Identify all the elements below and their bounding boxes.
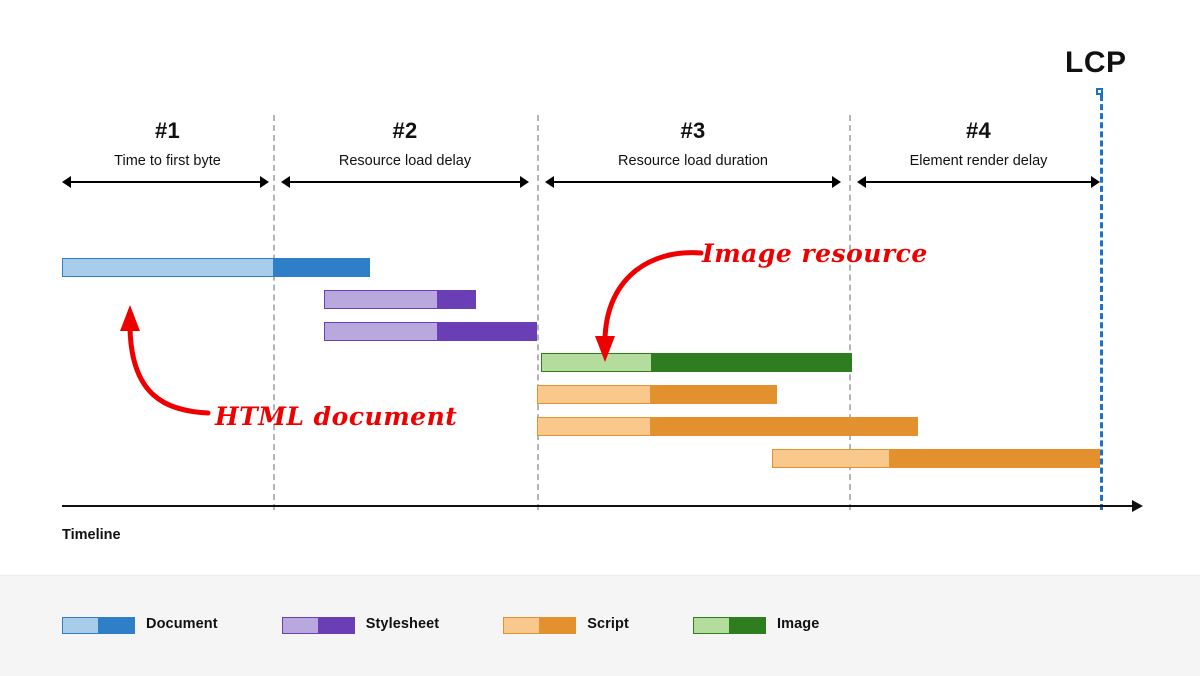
bar-segment-wait bbox=[537, 385, 650, 404]
phase-4-label: Element render delay bbox=[909, 153, 1048, 169]
bar-segment-wait bbox=[324, 290, 437, 309]
legend-swatch-icon bbox=[503, 616, 577, 634]
waterfall-bar bbox=[541, 353, 852, 372]
waterfall-bar bbox=[324, 322, 537, 341]
timeline-axis bbox=[62, 505, 1134, 507]
bar-segment-wait bbox=[62, 258, 273, 277]
phase-2: #2 Resource load delay bbox=[281, 120, 529, 169]
lcp-dashed-line bbox=[1100, 95, 1103, 510]
phase-3: #3 Resource load duration bbox=[545, 120, 841, 169]
legend-item-image: Image bbox=[692, 616, 820, 634]
bar-segment-download bbox=[889, 449, 1100, 468]
waterfall-bar bbox=[772, 449, 1100, 468]
divider-load-end bbox=[849, 115, 851, 510]
legend-item-label: Document bbox=[146, 616, 218, 632]
html-document-callout-arrow bbox=[120, 305, 211, 416]
legend-swatch-icon bbox=[692, 616, 766, 634]
bar-segment-wait bbox=[537, 417, 650, 436]
divider-ttfb-end bbox=[273, 115, 275, 510]
image-resource-annotation: Image resource bbox=[702, 239, 928, 268]
phase-3-label: Resource load duration bbox=[618, 153, 768, 169]
timeline-axis-arrowhead-icon bbox=[1132, 500, 1143, 512]
legend-item-label: Image bbox=[776, 616, 820, 632]
phase-4-number: #4 bbox=[965, 118, 992, 143]
bar-segment-wait bbox=[772, 449, 889, 468]
bar-segment-wait bbox=[541, 353, 651, 372]
bar-segment-download bbox=[650, 385, 777, 404]
divider-load-start bbox=[537, 115, 539, 510]
phase-2-span-arrow bbox=[281, 175, 529, 189]
bar-segment-download bbox=[437, 290, 476, 309]
waterfall-bar bbox=[62, 258, 370, 277]
legend-item-label: Stylesheet bbox=[365, 616, 440, 632]
legend-item-label: Script bbox=[587, 616, 629, 632]
timeline-axis-label: Timeline bbox=[62, 527, 121, 543]
phase-2-number: #2 bbox=[392, 118, 418, 143]
lcp-marker-icon bbox=[1096, 88, 1103, 95]
bar-segment-download bbox=[273, 258, 370, 277]
legend-item-stylesheet: Stylesheet bbox=[281, 616, 440, 634]
bar-segment-wait bbox=[324, 322, 437, 341]
phase-3-number: #3 bbox=[680, 118, 706, 143]
legend-swatch-icon bbox=[62, 616, 135, 634]
bar-segment-download bbox=[650, 417, 918, 436]
legend-item-script: Script bbox=[503, 616, 629, 634]
legend-item-document: Document bbox=[62, 616, 218, 634]
waterfall-bar bbox=[537, 385, 777, 404]
legend-swatch-icon bbox=[281, 616, 355, 634]
phase-4: #4 Element render delay bbox=[857, 120, 1100, 169]
lcp-label: LCP bbox=[1065, 46, 1127, 79]
phase-1-span-arrow bbox=[62, 175, 269, 189]
phase-4-span-arrow bbox=[857, 175, 1100, 189]
phase-1: #1 Time to first byte bbox=[62, 120, 273, 169]
html-document-annotation: HTML document bbox=[215, 402, 458, 431]
legend-strip: Document Stylesheet Script Image bbox=[0, 575, 1200, 676]
bar-segment-download bbox=[651, 353, 852, 372]
phase-1-number: #1 bbox=[154, 118, 181, 143]
waterfall-bar bbox=[324, 290, 476, 309]
phase-1-label: Time to first byte bbox=[114, 153, 221, 169]
image-resource-callout-arrow bbox=[595, 250, 704, 362]
legend: Document Stylesheet Script Image bbox=[62, 616, 883, 634]
waterfall-bar bbox=[537, 417, 918, 436]
phase-3-span-arrow bbox=[545, 175, 841, 189]
phase-2-label: Resource load delay bbox=[338, 153, 472, 169]
bar-segment-download bbox=[437, 322, 537, 341]
